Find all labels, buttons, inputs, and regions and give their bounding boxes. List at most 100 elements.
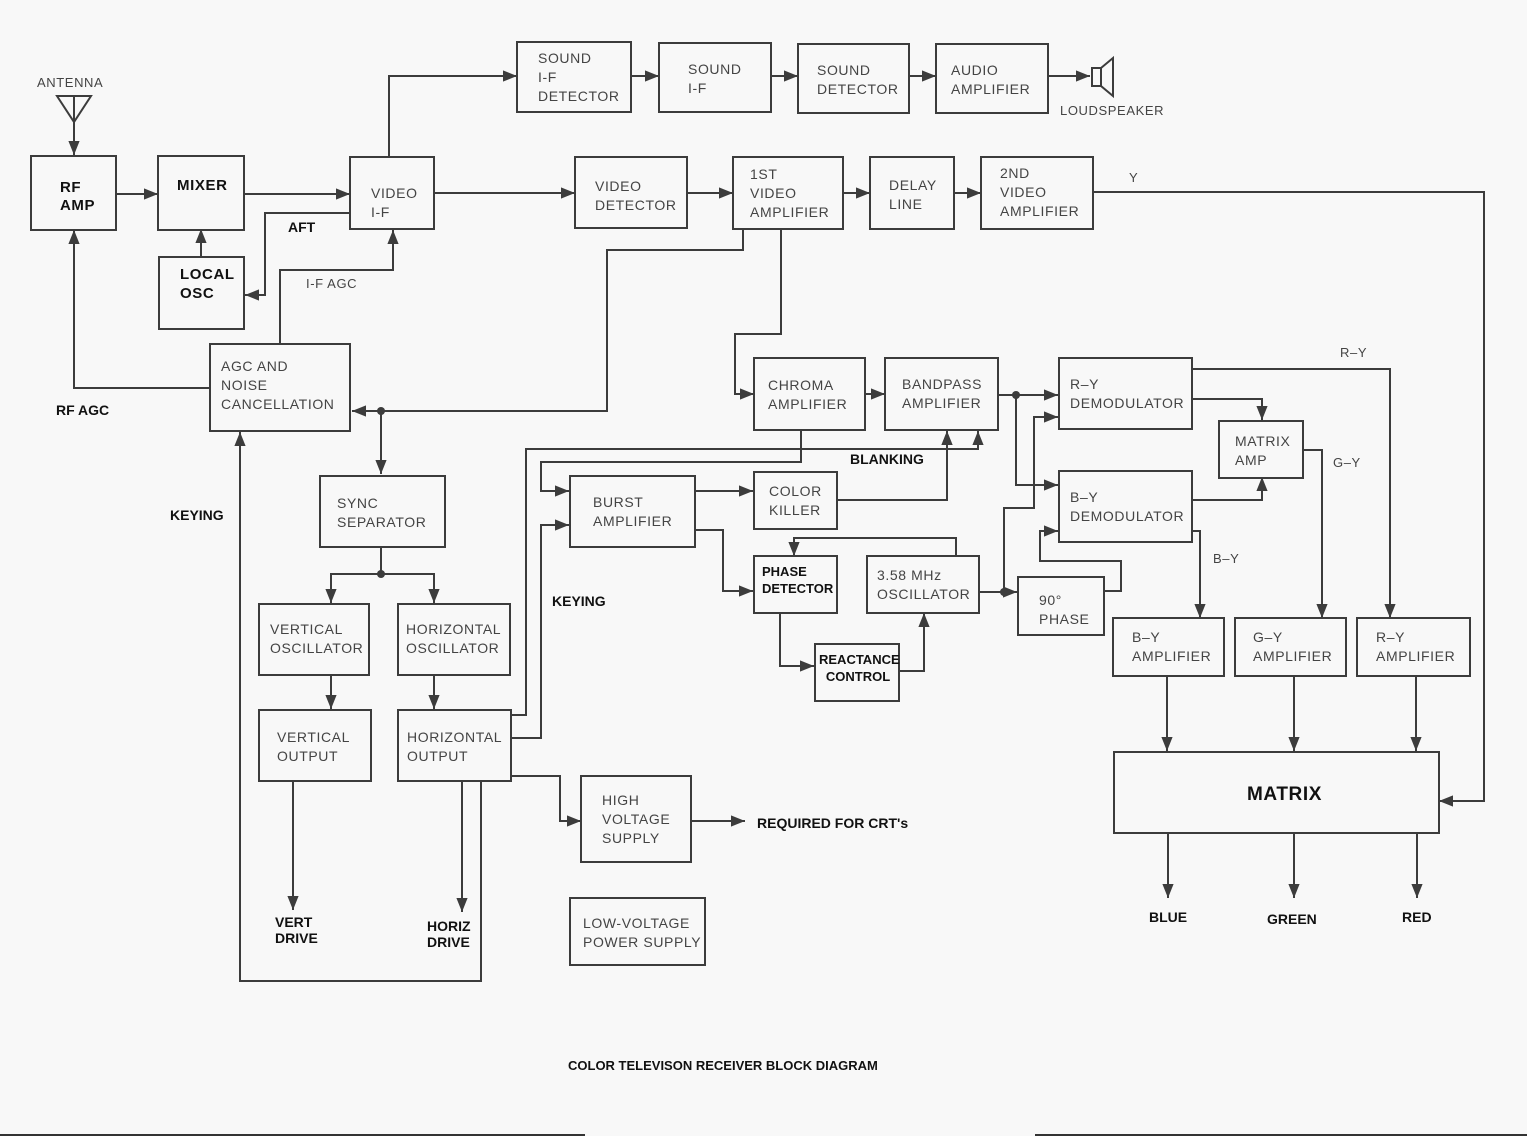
- block-label: R–Y DEMODULATOR: [1070, 376, 1185, 411]
- label-aft: AFT: [288, 219, 316, 235]
- label-horiz-drive: HORIZ DRIVE: [427, 918, 471, 950]
- block-label: SOUND DETECTOR: [817, 62, 899, 97]
- block-label: HORIZONTAL OSCILLATOR: [406, 621, 502, 656]
- label-if-agc: I-F AGC: [306, 276, 358, 291]
- wire-reactance-osc: [899, 613, 930, 672]
- block-bandpass-amplifier: BANDPASS AMPLIFIER: [884, 357, 999, 431]
- block-phase-detector: PHASE DETECTOR: [753, 555, 838, 614]
- label-green: GREEN: [1267, 911, 1317, 927]
- block-by-demodulator: B–Y DEMODULATOR: [1058, 470, 1193, 543]
- block-horizontal-output: HORIZONTAL OUTPUT: [397, 709, 512, 782]
- block-label: MATRIX: [1247, 784, 1323, 805]
- block-vertical-oscillator: VERTICAL OSCILLATOR: [258, 603, 370, 676]
- wire-sync-hosc: [381, 573, 440, 603]
- block-video-if: VIDEO I-F: [349, 156, 435, 230]
- block-1st-video-amplifier: 1ST VIDEO AMPLIFIER: [732, 156, 844, 230]
- block-label: CHROMA AMPLIFIER: [768, 377, 848, 412]
- block-2nd-video-amplifier: 2ND VIDEO AMPLIFIER: [980, 156, 1094, 230]
- antenna-icon: [55, 95, 93, 125]
- wire-hout-hv: [511, 775, 581, 827]
- block-low-voltage-supply: LOW-VOLTAGE POWER SUPPLY: [569, 897, 706, 966]
- wire-sync-vosc: [325, 573, 381, 603]
- block-sound-if: SOUND I-F: [658, 42, 772, 113]
- block-delay-line: DELAY LINE: [869, 156, 955, 230]
- block-agc-noise-cancellation: AGC AND NOISE CANCELLATION: [209, 343, 351, 432]
- block-horizontal-oscillator: HORIZONTAL OSCILLATOR: [397, 603, 511, 676]
- block-color-killer: COLOR KILLER: [753, 471, 838, 530]
- wire-killer-bandpass: [837, 431, 953, 501]
- block-burst-amplifier: BURST AMPLIFIER: [569, 475, 696, 548]
- block-358mhz-oscillator: 3.58 MHz OSCILLATOR: [866, 555, 980, 614]
- label-vert-drive: VERT DRIVE: [275, 914, 318, 946]
- label-by: B–Y: [1213, 551, 1240, 566]
- label-keying-left: KEYING: [170, 507, 224, 523]
- block-label: SYNC SEPARATOR: [337, 495, 427, 530]
- wire-bydemod-matrixamp: [1192, 477, 1268, 501]
- wire-bandpass-bydemod: [1015, 395, 1058, 491]
- block-by-amplifier: B–Y AMPLIFIER: [1112, 617, 1225, 677]
- block-label: B–Y AMPLIFIER: [1132, 629, 1212, 664]
- wire-aft: [245, 212, 350, 301]
- block-label: LOCAL OSC: [180, 266, 235, 302]
- block-label: AGC AND NOISE CANCELLATION: [221, 358, 335, 412]
- wire-y-matrix: [1093, 191, 1485, 807]
- block-label: BURST AMPLIFIER: [593, 494, 673, 529]
- block-vertical-output: VERTICAL OUTPUT: [258, 709, 372, 782]
- label-gy: G–Y: [1333, 455, 1361, 470]
- label-antenna: ANTENNA: [37, 75, 104, 90]
- block-chroma-amplifier: CHROMA AMPLIFIER: [753, 357, 866, 431]
- label-keying-mid: KEYING: [552, 593, 606, 609]
- wire-osc-phasedet: [788, 537, 957, 556]
- block-sound-if-detector: SOUND I-F DETECTOR: [516, 41, 632, 113]
- wire-osc-rydemod: [1003, 411, 1058, 592]
- block-reactance-control: REACTANCE CONTROL: [814, 643, 900, 702]
- block-label: AUDIO AMPLIFIER: [951, 62, 1031, 97]
- block-label: RF AMP: [60, 179, 96, 214]
- block-label: COLOR KILLER: [769, 483, 822, 518]
- block-mixer: MIXER: [157, 155, 245, 231]
- block-local-osc: LOCAL OSC: [158, 256, 245, 330]
- wire-by: [1192, 530, 1206, 618]
- block-label: 2ND VIDEO AMPLIFIER: [1000, 165, 1080, 219]
- block-label: VERTICAL OUTPUT: [277, 729, 351, 764]
- block-label: HORIZONTAL OUTPUT: [407, 729, 503, 764]
- block-matrix-amp: MATRIX AMP: [1218, 420, 1304, 479]
- block-label: VERTICAL OSCILLATOR: [270, 621, 364, 656]
- wire-phasedet-reactance: [779, 613, 814, 672]
- wire-1stvideo-chroma: [734, 229, 782, 400]
- wire-rf-agc: [68, 230, 210, 389]
- diagram-title: COLOR TELEVISON RECEIVER BLOCK DIAGRAM: [568, 1058, 878, 1073]
- label-blue: BLUE: [1149, 909, 1188, 925]
- block-ry-amplifier: R–Y AMPLIFIER: [1356, 617, 1471, 677]
- wire-ry: [1192, 368, 1396, 618]
- block-90-phase: 90° PHASE: [1017, 576, 1105, 636]
- wire-rydemod-matrixamp: [1192, 398, 1268, 420]
- block-label: 1ST VIDEO AMPLIFIER: [750, 166, 830, 220]
- block-label: LOW-VOLTAGE POWER SUPPLY: [583, 915, 702, 950]
- block-label: 3.58 MHz OSCILLATOR: [877, 567, 971, 602]
- block-label: MIXER: [177, 177, 228, 194]
- block-label: G–Y AMPLIFIER: [1253, 629, 1333, 664]
- block-high-voltage-supply: HIGH VOLTAGE SUPPLY: [580, 775, 692, 863]
- block-ry-demodulator: R–Y DEMODULATOR: [1058, 357, 1193, 430]
- block-label: BANDPASS AMPLIFIER: [902, 376, 983, 411]
- block-label: 90° PHASE: [1039, 592, 1090, 627]
- block-rf-amp: RF AMP: [30, 155, 117, 231]
- block-label: DELAY LINE: [889, 177, 937, 212]
- block-video-detector: VIDEO DETECTOR: [574, 156, 688, 229]
- label-y: Y: [1129, 170, 1139, 185]
- wire-90phase-bydemod: [1039, 525, 1122, 592]
- wire-if-agc: [279, 230, 399, 343]
- footer-divider: [1035, 1134, 1527, 1136]
- label-blanking: BLANKING: [850, 451, 924, 467]
- block-sound-detector: SOUND DETECTOR: [797, 43, 910, 114]
- label-rf-agc: RF AGC: [56, 402, 110, 418]
- wire-keying-agc: [234, 432, 482, 982]
- label-red: RED: [1402, 909, 1432, 925]
- block-sync-separator: SYNC SEPARATOR: [319, 475, 446, 548]
- block-label: VIDEO I-F: [371, 185, 418, 220]
- block-matrix: MATRIX: [1113, 751, 1440, 834]
- block-label: VIDEO DETECTOR: [595, 178, 677, 213]
